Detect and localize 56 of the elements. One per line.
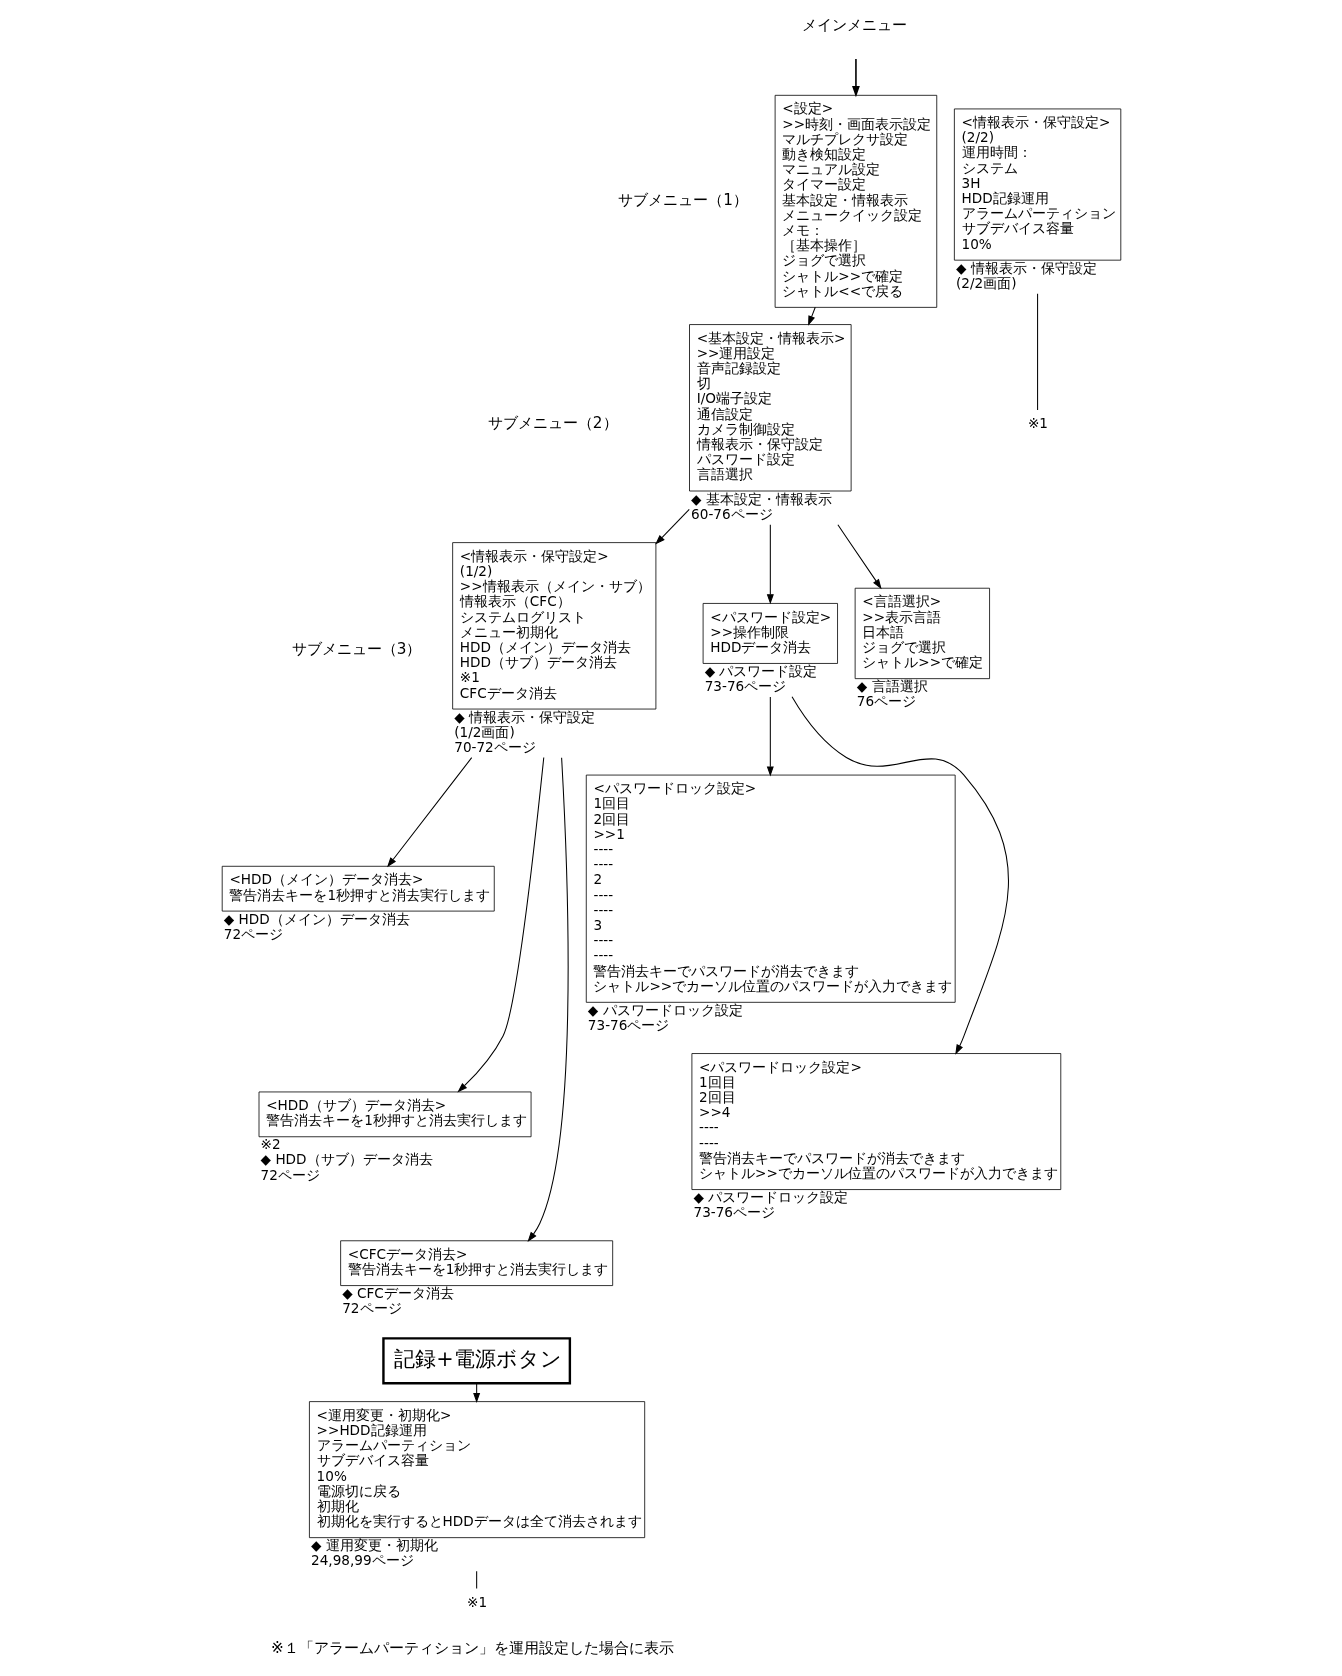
node-label: (2/2画面) xyxy=(955,274,1016,291)
node-text: ※1 xyxy=(1027,415,1048,432)
node-label: ◆ 基本設定・情報表示 xyxy=(690,490,832,507)
node-label: ◆ 情報表示・保守設定 xyxy=(453,708,595,725)
arrow xyxy=(527,757,569,1242)
arrow xyxy=(654,508,690,545)
node-label: ◆ 運用変更・初期化 xyxy=(310,1537,438,1554)
node-label: ◆ HDD（サブ）データ消去 xyxy=(260,1151,433,1168)
arrow xyxy=(851,58,860,98)
node-label: 73-76ページ xyxy=(587,1017,669,1034)
arrow xyxy=(766,524,774,605)
node-box: <HDD（サブ）データ消去> 警告消去キーを1秒押すと消去実行します xyxy=(258,1091,531,1138)
connector xyxy=(475,1570,477,1590)
node-box: <HDD（メイン）データ消去> 警告消去キーを1秒押すと消去実行します xyxy=(221,865,495,912)
node-label: ◆ HDD（メイン）データ消去 xyxy=(223,910,410,927)
arrow xyxy=(766,696,774,777)
node-label: 60-76ページ xyxy=(690,505,773,522)
node-label: 76ページ xyxy=(856,693,916,710)
node-label: 73-76ページ xyxy=(704,678,786,695)
label: ※１「アラームパーティション」を運用設定した場合に表示 xyxy=(270,1639,674,1658)
node-label: ◆ パスワード設定 xyxy=(704,662,817,679)
node-label: ◆ パスワードロック設定 xyxy=(693,1189,848,1206)
node-box: <情報表示・保守設定> (1/2) >>情報表示（メイン・サブ） 情報表示（CFC） システムログリスト メニュー初期化 HDD（メイン）データ消去 HDD（サブ）データ消去 ※1 CFCデータ消去 xyxy=(451,542,656,710)
node-box: <CFCデータ消去> 警告消去キーを1秒押すと消去実行します xyxy=(339,1240,613,1286)
node-label: ◆ 言語選択 xyxy=(856,678,928,695)
node-box: 記録+電源ボタン xyxy=(381,1337,571,1385)
node-label: 24,98,99ページ xyxy=(310,1552,414,1569)
node-label: (1/2画面) xyxy=(453,723,515,740)
node-label: 73-76ページ xyxy=(693,1204,775,1221)
node-label: ◆ CFCデータ消去 xyxy=(341,1285,454,1302)
node-label: 72ページ xyxy=(341,1300,402,1317)
node-box: <基本設定・情報表示> >>運用設定 音声記録設定 切 I/O端子設定 通信設定 カメラ制御設定 情報表示・保守設定 パスワード設定 言語選択 xyxy=(688,324,852,492)
node-text: ※1 xyxy=(466,1593,487,1610)
node-box: <情報表示・保守設定> (2/2) 運用時間： システム 3H HDD記録運用 アラームパーティション サブデバイス容量 10% xyxy=(953,108,1121,261)
label: サブメニュー（3） xyxy=(291,639,421,658)
arrow xyxy=(472,1383,480,1403)
node-box: <パスワードロック設定> 1回目 2回目 >>1 ---- ---- 2 ---- ---- 3 ---- ---- 警告消去キーでパスワードが消去できます シャトル>>でカーソル位置のパスワードが入力できます xyxy=(585,774,956,1003)
label: サブメニュー（2） xyxy=(487,414,618,433)
label: サブメニュー（1） xyxy=(617,190,748,209)
node-label: 72ページ xyxy=(260,1166,320,1183)
arrow xyxy=(791,696,1009,1055)
node-box: <運用変更・初期化> >>HDD記録運用 アラームパーティション サブデバイス容量 10% 電源切に戻る 初期化 初期化を実行するとHDDデータは全て消去されます xyxy=(308,1401,645,1539)
label: メインメニュー xyxy=(801,16,907,35)
node-box: <パスワードロック設定> 1回目 2回目 >>4 ---- ---- 警告消去キーでパスワードが消去できます シャトル>>でカーソル位置のパスワードが入力できます xyxy=(691,1053,1061,1190)
node-label: 70-72ページ xyxy=(453,738,536,755)
arrow xyxy=(456,757,544,1093)
node-box: <言語選択> >>表示言語 日本語 ジョグで選択 シャトル>>で確定 xyxy=(854,587,990,680)
node-label: ※2 xyxy=(260,1136,281,1153)
node-label: ◆ 情報表示・保守設定 xyxy=(955,259,1097,276)
connector xyxy=(1036,293,1038,411)
arrow xyxy=(807,306,816,326)
node-box: <パスワード設定> >>操作制限 HDDデータ消去 xyxy=(702,603,838,664)
arrow xyxy=(386,757,472,868)
arrow xyxy=(836,524,882,590)
node-label: ◆ パスワードロック設定 xyxy=(587,1001,743,1018)
node-box: <設定> >>時刻・画面表示設定 マルチプレクサ設定 動き検知設定 マニュアル設定 タイマー設定 基本設定・情報表示 メニュークイック設定 メモ： ［基本操作］ ジョグで選択 シャトル>>で確定 シャトル<<で戻る xyxy=(774,94,937,308)
